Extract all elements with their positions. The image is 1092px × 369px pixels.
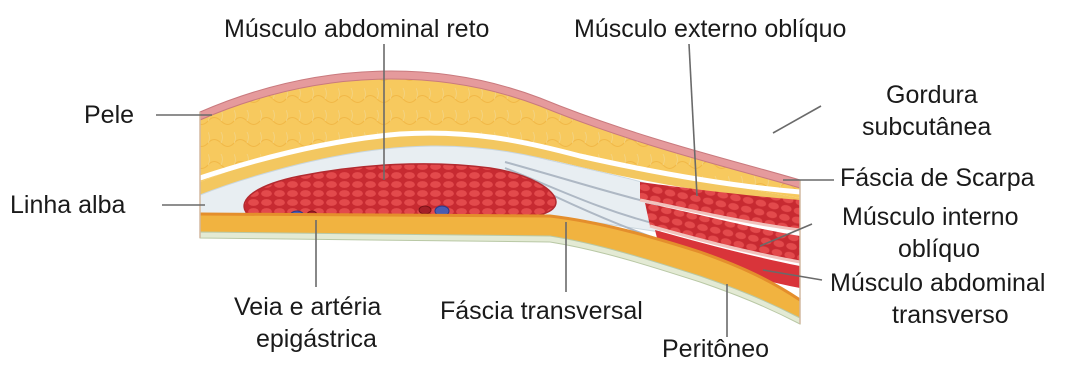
label-transversus-2: transverso: [892, 300, 1009, 330]
label-subcutaneous-fat-1: Gordura: [886, 80, 978, 110]
label-internal-oblique-1: Músculo interno: [842, 202, 1018, 232]
label-internal-oblique-2: oblíquo: [898, 234, 980, 264]
label-vessels-1: Veia e artéria: [234, 292, 381, 322]
leader-fat: [773, 106, 821, 133]
label-vessels-2: epigástrica: [256, 324, 377, 354]
label-transversus-1: Músculo abdominal: [830, 268, 1045, 298]
label-transversalis: Fáscia transversal: [440, 296, 643, 326]
label-skin: Pele: [84, 100, 134, 130]
label-peritoneum: Peritôneo: [662, 334, 769, 364]
label-external-oblique: Músculo externo oblíquo: [574, 14, 846, 44]
label-subcutaneous-fat-2: subcutânea: [862, 112, 991, 142]
label-linea-alba: Linha alba: [10, 190, 125, 220]
label-scarpa: Fáscia de Scarpa: [840, 163, 1035, 193]
label-rectus: Músculo abdominal reto: [224, 14, 489, 44]
